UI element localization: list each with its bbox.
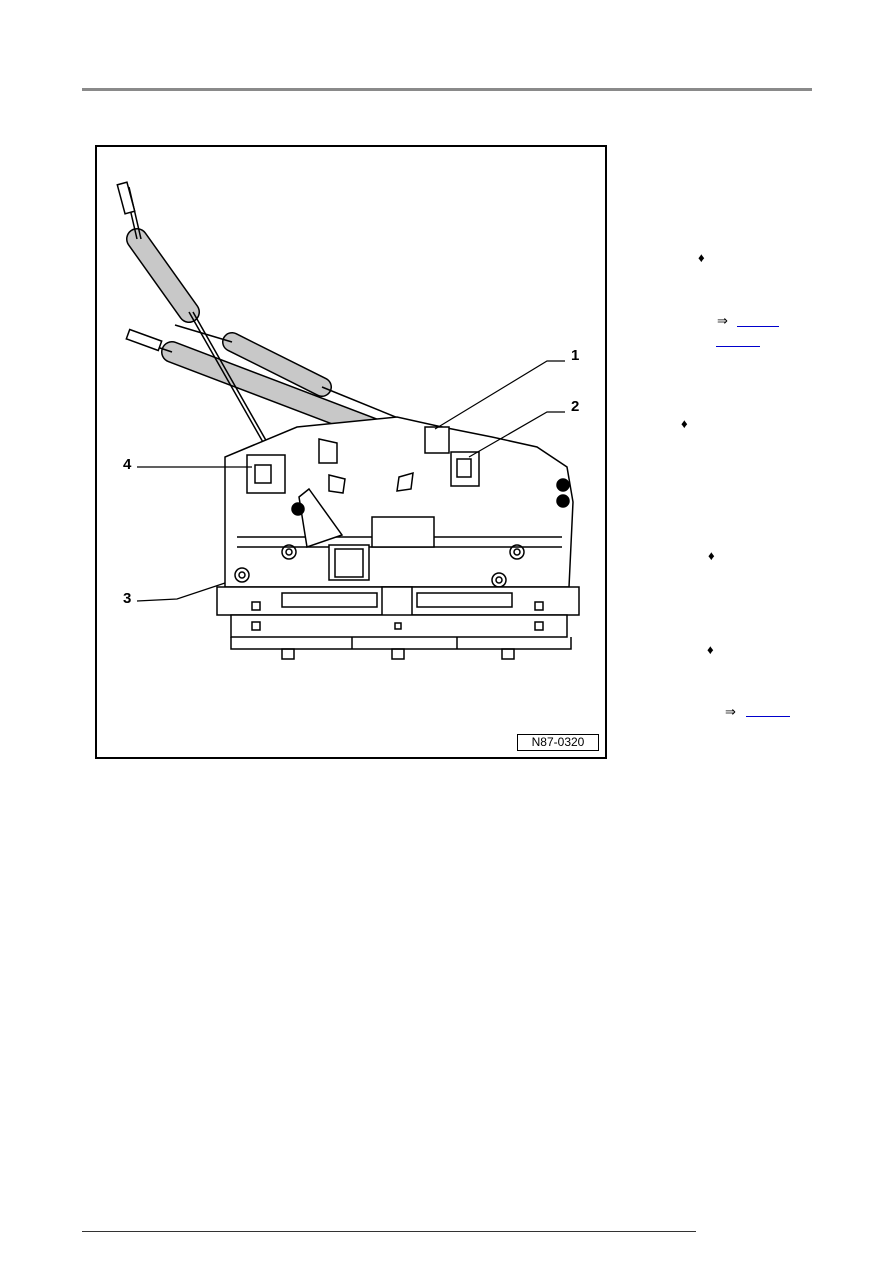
callout-2: 2 [571, 398, 580, 415]
bullet-icon: ♦ [708, 548, 715, 563]
control-unit-drawing [116, 181, 580, 660]
bullet-icon: ♦ [707, 642, 714, 657]
callout-1: 1 [571, 347, 580, 364]
bottom-rule [82, 1231, 696, 1232]
callout-4: 4 [123, 456, 132, 473]
arrow-icon: ⇒ [725, 704, 736, 719]
figure: 1 2 4 3 N87-0320 [95, 145, 607, 759]
bullet-icon: ♦ [698, 250, 705, 265]
xref-link[interactable] [716, 346, 760, 347]
callout-3: 3 [123, 590, 132, 607]
xref-link[interactable] [737, 326, 779, 327]
arrow-icon: ⇒ [717, 313, 728, 328]
xref-link[interactable] [746, 716, 790, 717]
bullet-icon: ♦ [681, 416, 688, 431]
top-rule [82, 88, 812, 91]
figure-id-label: N87-0320 [517, 734, 599, 751]
